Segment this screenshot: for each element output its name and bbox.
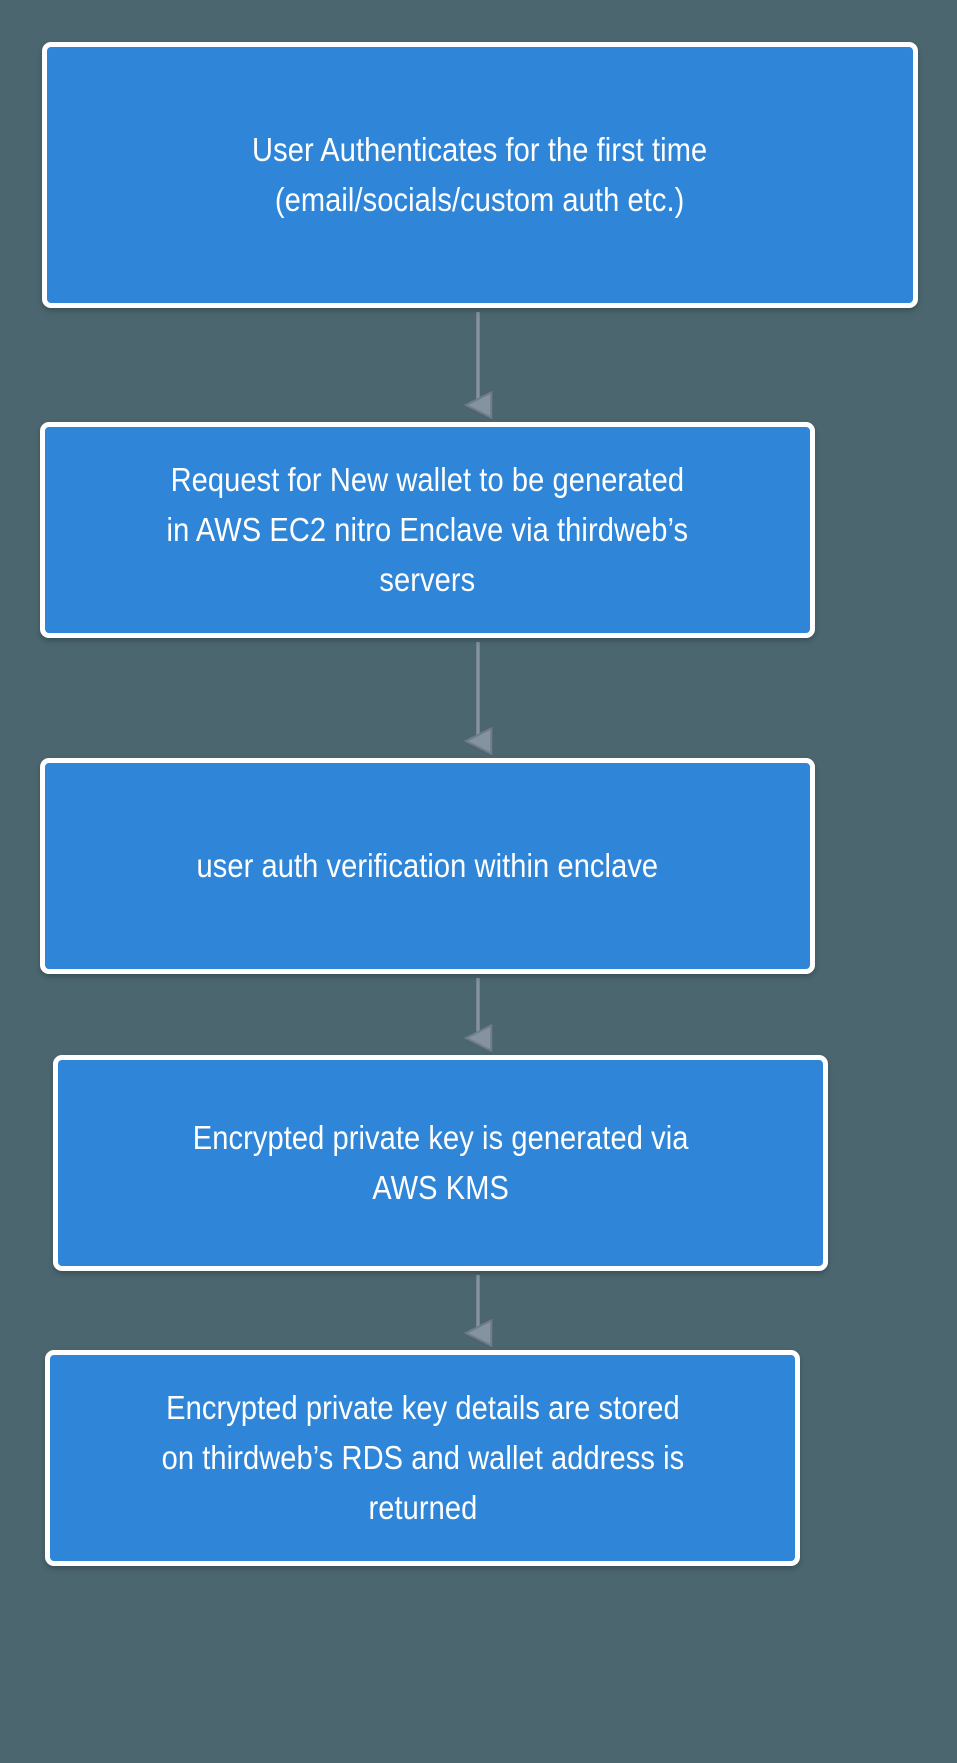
flow-node-label: Encrypted private key details are stored… bbox=[161, 1388, 684, 1527]
flow-node-label: Encrypted private key is generated via A… bbox=[192, 1118, 689, 1206]
flow-node-request-new-wallet[interactable]: Request for New wallet to be generated i… bbox=[40, 422, 815, 638]
flow-node-key-stored-address-returned[interactable]: Encrypted private key details are stored… bbox=[45, 1350, 800, 1566]
flow-node-label: Request for New wallet to be generated i… bbox=[166, 460, 689, 599]
flow-node-user-auth-verification[interactable]: user auth verification within enclave bbox=[40, 758, 815, 974]
flow-node-label: user auth verification within enclave bbox=[196, 846, 659, 884]
flow-node-user-authenticates[interactable]: User Authenticates for the first time (e… bbox=[42, 42, 918, 308]
flow-node-encrypted-key-generated[interactable]: Encrypted private key is generated via A… bbox=[53, 1055, 828, 1271]
flow-node-label: User Authenticates for the first time (e… bbox=[252, 130, 708, 218]
